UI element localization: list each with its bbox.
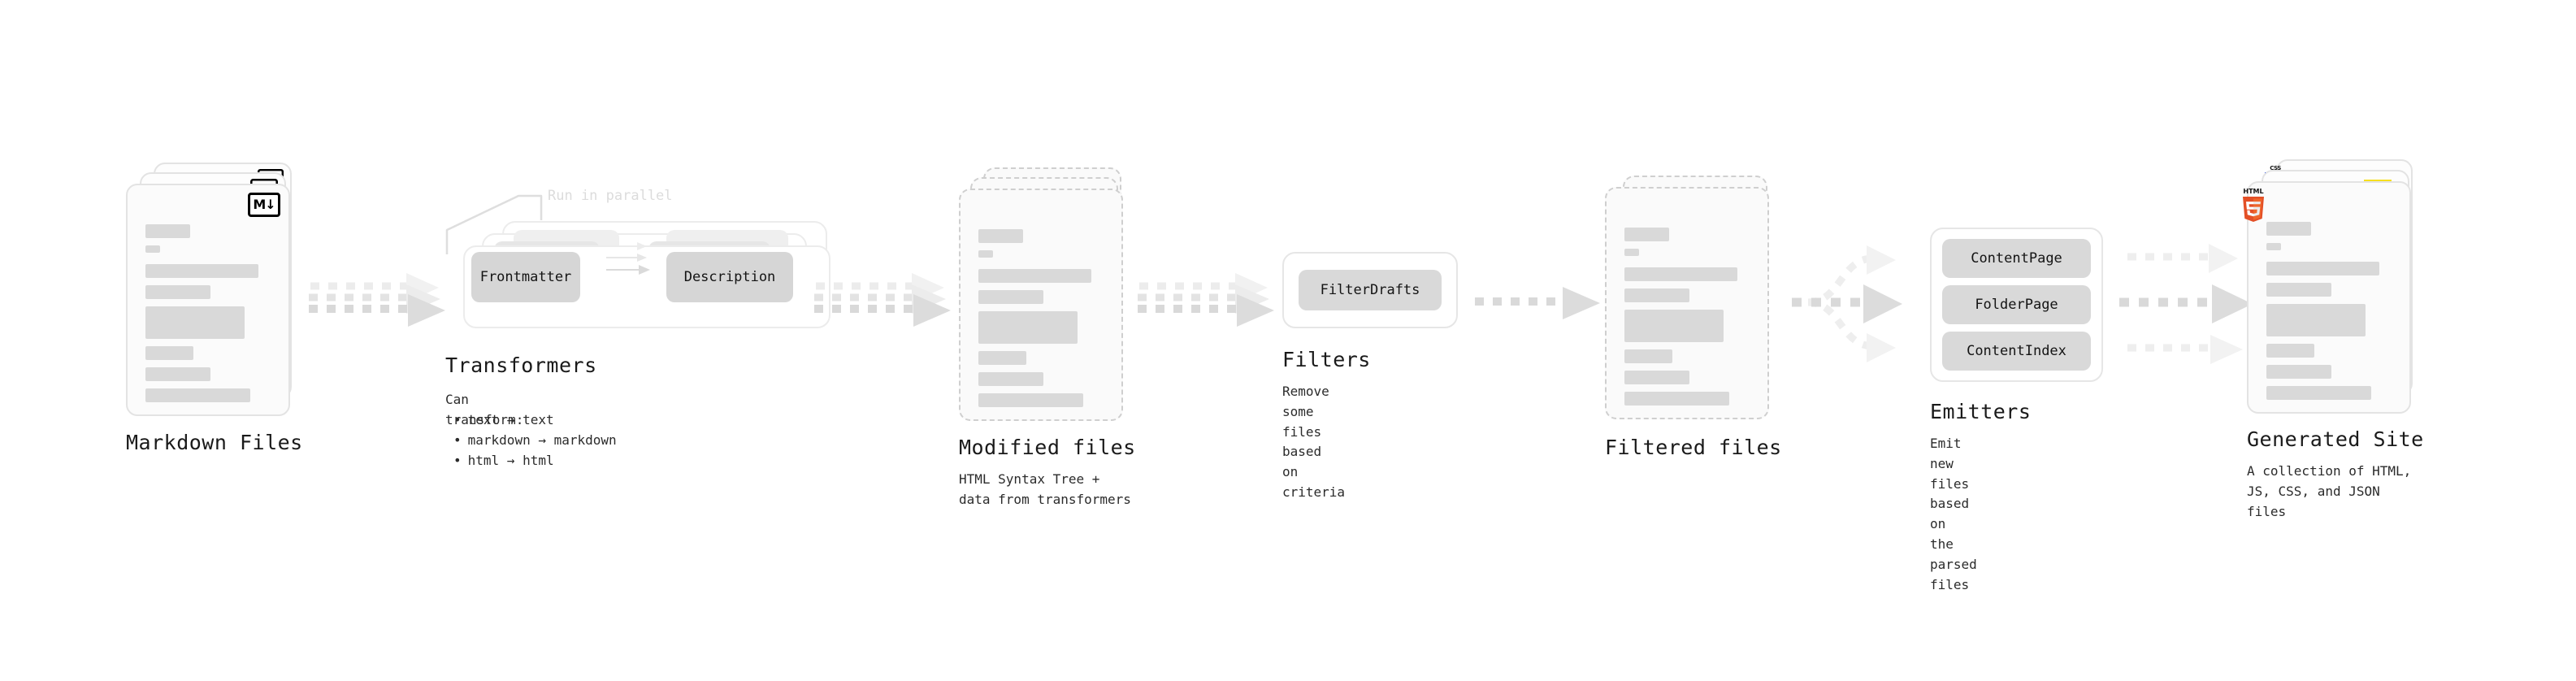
emitter-chip-contentindex-label: ContentIndex (1967, 343, 2066, 359)
modified-files-subtitle: HTML Syntax Tree + data from transformer… (959, 471, 1131, 507)
stage-title-markdown-files: Markdown Files (126, 431, 303, 454)
emitter-chip-contentpage-label: ContentPage (1971, 250, 2062, 267)
html5-icon: HTML (2239, 188, 2268, 223)
generated-site-subtitle: A collection of HTML, JS, CSS, and JSON … (2247, 463, 2412, 519)
html5-caption: HTML (2243, 188, 2264, 195)
modified-card-front (959, 189, 1123, 421)
modified-card-stack (959, 167, 1134, 427)
stage-title-transformers: Transformers (445, 354, 597, 377)
html5-shield-icon (2243, 197, 2264, 222)
connector-transformers-to-modified (814, 273, 951, 327)
emitter-chip-contentindex[interactable]: ContentIndex (1942, 332, 2091, 371)
connector-md-to-transformers (309, 273, 445, 327)
stage-title-modified-files: Modified files (959, 436, 1136, 459)
stage-generated-site: CSS HTML (2243, 159, 2423, 519)
transformers-bullet: markdown → markdown (445, 431, 617, 451)
filters-subtitle: Remove some files based on criteria (1282, 384, 1346, 500)
stage-title-emitters: Emitters (1930, 400, 2032, 423)
markdown-card-skeleton (128, 185, 288, 414)
filtered-card-skeleton (1607, 189, 1767, 418)
filter-chip-filterdrafts-label: FilterDrafts (1320, 282, 1420, 298)
transformer-chip-frontmatter[interactable]: Frontmatter (471, 252, 580, 302)
transformer-inner-arrows (606, 242, 650, 275)
stage-markdown-files: M↓ M↓ M↓ Markdown Files (126, 163, 302, 454)
connector-filtered-to-emitters (1792, 245, 1902, 362)
modified-card-skeleton (961, 190, 1121, 419)
stage-title-filtered-files: Filtered files (1605, 436, 1782, 459)
stage-title-generated-site: Generated Site (2247, 427, 2424, 451)
emitter-chip-folderpage[interactable]: FolderPage (1942, 285, 2091, 324)
stage-title-filters: Filters (1282, 348, 1371, 371)
connector-modified-to-filters (1138, 273, 1274, 327)
transformers-bullet-list: text → text markdown → markdown html → h… (445, 410, 617, 471)
transformer-chip-frontmatter-label: Frontmatter (479, 269, 572, 285)
filtered-card-stack (1605, 176, 1780, 436)
stage-filtered-files: Filtered files (1605, 176, 1781, 459)
transformer-chip-description[interactable]: Description (666, 252, 793, 302)
transformer-chip-description-label: Description (683, 269, 776, 285)
filter-chip-filterdrafts[interactable]: FilterDrafts (1299, 270, 1442, 310)
connector-filters-to-filtered (1475, 287, 1600, 319)
markdown-badge: M↓ (248, 193, 280, 217)
connector-emitters-to-site (2119, 244, 2253, 364)
transformers-bullet: text → text (445, 410, 617, 431)
emitters-subtitle: Emit new files based on the parsed files (1930, 436, 1977, 592)
emitter-chip-folderpage-label: FolderPage (1975, 297, 2058, 313)
markdown-card-stack: M↓ M↓ M↓ (126, 163, 301, 423)
filtered-card-front (1605, 187, 1769, 419)
transformers-bullet: html → html (445, 451, 617, 471)
run-in-parallel-label: Run in parallel (548, 188, 673, 204)
emitter-chip-contentpage[interactable]: ContentPage (1942, 239, 2091, 278)
stage-modified-files: Modified files HTML Syntax Tree + data f… (959, 167, 1135, 507)
css-badge-label: CSS (2270, 165, 2281, 171)
run-in-parallel-bracket (445, 194, 543, 254)
site-card-front-html: HTML (2243, 181, 2411, 414)
site-card-stack: CSS HTML (2243, 159, 2422, 419)
site-card-skeleton (2249, 183, 2409, 412)
markdown-card-front: M↓ (126, 184, 290, 416)
